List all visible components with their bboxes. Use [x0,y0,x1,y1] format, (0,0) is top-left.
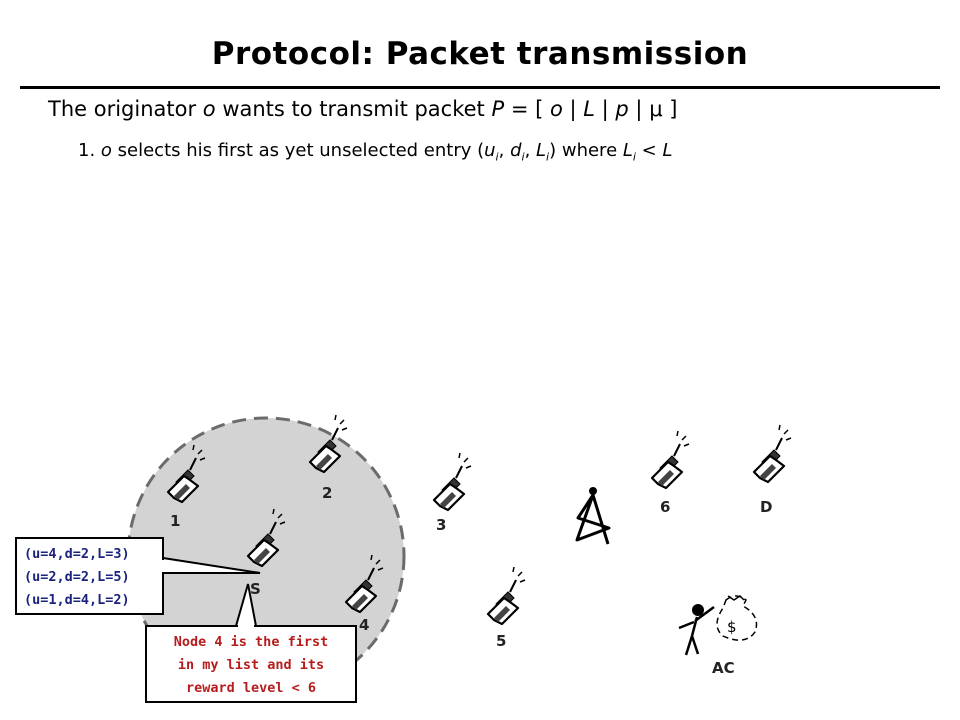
svg-text:$: $ [727,618,737,636]
note-line: Node 4 is the first [174,634,328,650]
phone-icon [486,565,527,626]
note-box [145,625,357,703]
entry-list-item: (u=2,d=2,L=5) [24,569,130,585]
entry-list-item: (u=1,d=4,L=2) [24,592,130,608]
entry-list-item: (u=4,d=2,L=3) [24,546,130,562]
ac-label: AC [712,659,735,677]
phone-icon [752,423,793,484]
phone-icon [650,429,691,490]
money-bag-icon: $ [716,595,758,641]
originator-sentence: The originator o wants to transmit packe… [48,97,678,121]
title-divider [20,86,940,89]
node-6-label: 6 [660,498,670,516]
node-5-label: 5 [496,632,506,650]
phone-icon [432,451,473,512]
note-line: reward level < 6 [186,680,316,696]
step-one-sentence: 1. o selects his first as yet unselected… [78,140,673,164]
node-2-label: 2 [322,484,332,502]
tower-icon [575,487,611,545]
node-3-label: 3 [436,516,446,534]
stick-figure-icon [678,604,715,656]
node-4-label: 4 [359,616,369,634]
node-d-label: D [760,498,772,516]
node-1-label: 1 [170,512,180,530]
entry-list-box [15,537,164,615]
node-s-label: S [250,580,261,598]
slide-title: Protocol: Packet transmission [211,36,749,72]
note-line: in my list and its [178,657,324,673]
